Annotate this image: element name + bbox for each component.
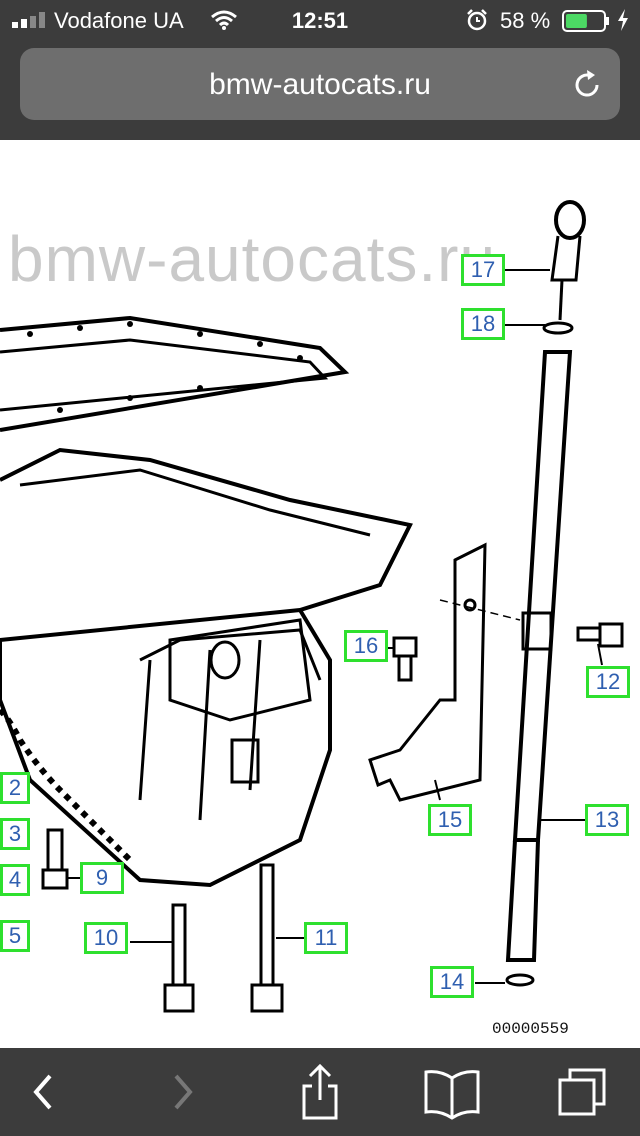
callout-18: 18 <box>461 308 505 340</box>
callout-2: 2 <box>0 772 30 804</box>
forward-icon[interactable] <box>152 1062 212 1122</box>
status-bar: Vodafone UA 12:51 58 % <box>0 0 640 40</box>
clock: 12:51 <box>291 8 349 33</box>
callout-4: 4 <box>0 864 30 896</box>
carrier-name: Vodafone UA <box>54 8 184 33</box>
diagram-part-number: 00000559 <box>492 1020 569 1038</box>
wifi-icon <box>211 10 237 30</box>
browser-toolbar <box>0 1048 640 1136</box>
callout-9: 9 <box>80 862 124 894</box>
reload-icon[interactable] <box>570 68 604 102</box>
callout-12: 13 <box>585 804 629 836</box>
callout-15: 15 <box>428 804 472 836</box>
callout-17: 17 <box>461 254 505 286</box>
alarm-icon <box>467 9 487 31</box>
oil-pan-diagram <box>0 200 624 1013</box>
web-content[interactable]: bmw-autocats.ru 17 18 16 12 2 3 4 5 9 10… <box>0 140 640 1048</box>
callout-11: 11 <box>304 922 348 954</box>
url-text: bmw-autocats.ru <box>209 68 431 101</box>
callout-10: 10 <box>84 922 128 954</box>
charging-icon <box>618 9 628 31</box>
address-bar[interactable]: bmw-autocats.ru <box>20 48 620 120</box>
callout-16: 16 <box>344 630 388 662</box>
callout-5: 5 <box>0 920 30 952</box>
share-icon[interactable] <box>290 1062 350 1122</box>
callout-13: 14 <box>430 966 474 998</box>
tabs-icon[interactable] <box>554 1062 614 1122</box>
browser-chrome-top: Vodafone UA 12:51 58 % bmw-autocats.ru <box>0 0 640 140</box>
battery-percentage: 58 % <box>500 8 551 33</box>
back-icon[interactable] <box>14 1062 74 1122</box>
bookmarks-icon[interactable] <box>422 1062 482 1122</box>
callout-3: 3 <box>0 818 30 850</box>
watermark-text: bmw-autocats.ru <box>8 223 497 295</box>
signal-strength-icon <box>12 12 45 28</box>
battery-icon <box>562 10 609 32</box>
callout-14: 12 <box>586 666 630 698</box>
